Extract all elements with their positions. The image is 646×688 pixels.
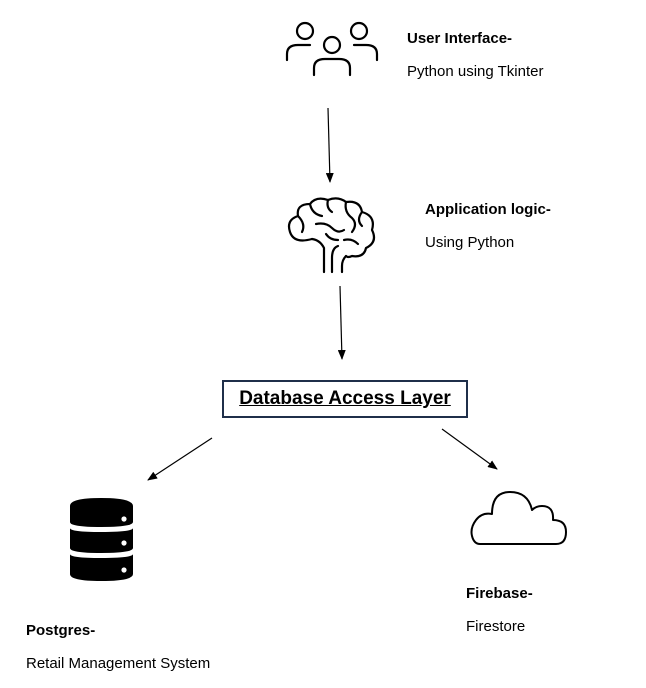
arrow-dal-to-firebase [441,428,498,470]
brain-icon [287,197,376,274]
users-group-icon [285,21,379,77]
postgres-subtitle: Retail Management System [26,655,211,672]
postgres-title: Postgres- [26,622,96,639]
cloud-icon [470,491,567,545]
arrow-ui-to-logic [325,107,334,183]
database-access-layer-box: Database Access Layer [222,380,468,418]
firebase-title: Firebase- [466,585,533,602]
arrow-dal-to-postgres [147,437,213,481]
firebase-subtitle: Firestore [466,618,526,635]
arrow-logic-to-dal [337,285,346,360]
database-icon [70,498,133,581]
application-logic-subtitle: Using Python [425,234,515,251]
user-interface-subtitle: Python using Tkinter [407,63,544,80]
database-access-layer-label: Database Access Layer [239,388,451,409]
user-interface-title: User Interface- [407,30,513,47]
application-logic-title: Application logic- [425,201,551,218]
